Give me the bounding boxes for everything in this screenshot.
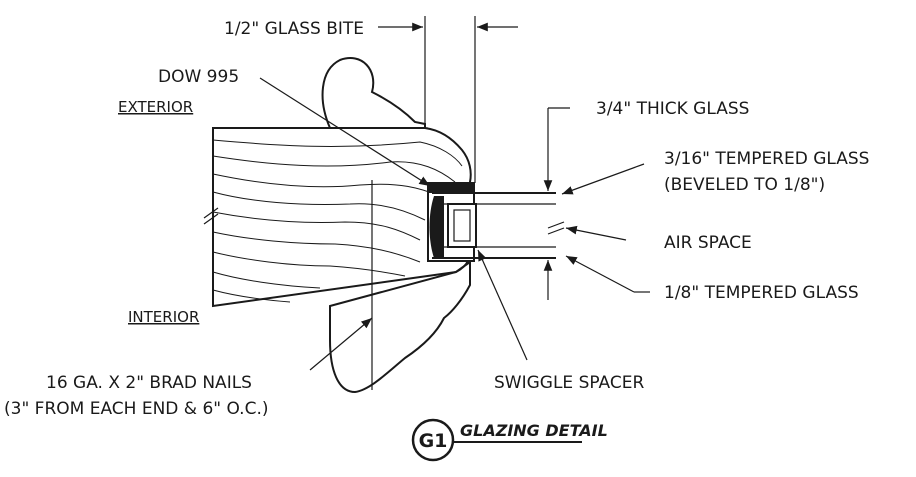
exterior-label: EXTERIOR bbox=[118, 98, 193, 116]
leaders bbox=[259, 77, 650, 371]
sealant-top bbox=[428, 183, 474, 193]
dow-label: DOW 995 bbox=[158, 67, 239, 87]
upper-molding bbox=[321, 57, 426, 129]
tempered-316-label-1: 3/16" TEMPERED GLASS bbox=[664, 149, 869, 169]
glass-unit bbox=[427, 182, 565, 262]
thick-glass-label: 3/4" THICK GLASS bbox=[596, 99, 749, 119]
detail-badge-circle bbox=[411, 418, 455, 462]
air-space-label: AIR SPACE bbox=[664, 233, 752, 253]
swiggle-spacer-label: SWIGGLE SPACER bbox=[494, 373, 644, 393]
detail-badge: G1 bbox=[419, 430, 448, 452]
glass-bite-dimension bbox=[378, 16, 518, 183]
tempered-18-label: 1/8" TEMPERED GLASS bbox=[664, 283, 859, 303]
interior-label: INTERIOR bbox=[128, 308, 199, 326]
brad-nails-label-1: 16 GA. X 2" BRAD NAILS bbox=[46, 373, 252, 393]
brad-nails-label-2: (3" FROM EACH END & 6" O.C.) bbox=[4, 399, 269, 419]
lower-molding bbox=[329, 260, 471, 394]
swiggle-spacer-box bbox=[447, 203, 477, 248]
sealant-bead bbox=[429, 196, 444, 258]
break-mark-left bbox=[203, 207, 219, 225]
tempered-316-label-2: (BEVELED TO 1/8") bbox=[664, 175, 825, 195]
thick-glass-dimension bbox=[543, 107, 570, 300]
glass-bite-label: 1/2" GLASS BITE bbox=[224, 19, 364, 39]
wood-grain bbox=[212, 139, 463, 303]
title-block: G1 GLAZING DETAIL bbox=[411, 418, 608, 462]
detail-title: GLAZING DETAIL bbox=[460, 421, 608, 440]
